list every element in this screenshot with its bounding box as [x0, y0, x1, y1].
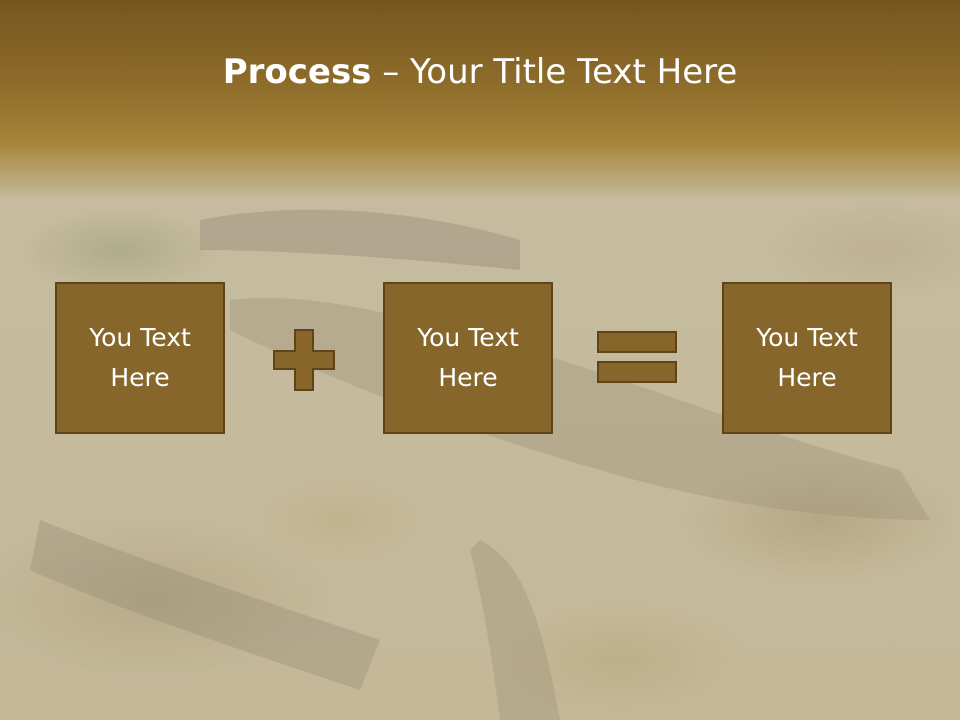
process-box-2: You Text Here [383, 282, 553, 434]
process-box-3-text: You Text Here [756, 323, 858, 392]
process-box-2-text: You Text Here [417, 323, 519, 392]
slide-title: Process – Your Title Text Here [0, 52, 960, 92]
process-box-3: You Text Here [722, 282, 892, 434]
title-bold: Process [222, 52, 372, 92]
process-box-1-text: You Text Here [89, 323, 191, 392]
title-rest: – Your Title Text Here [371, 52, 738, 92]
header-band [0, 0, 960, 200]
equals-icon [597, 331, 677, 383]
process-box-1: You Text Here [55, 282, 225, 434]
plus-icon [273, 329, 335, 391]
